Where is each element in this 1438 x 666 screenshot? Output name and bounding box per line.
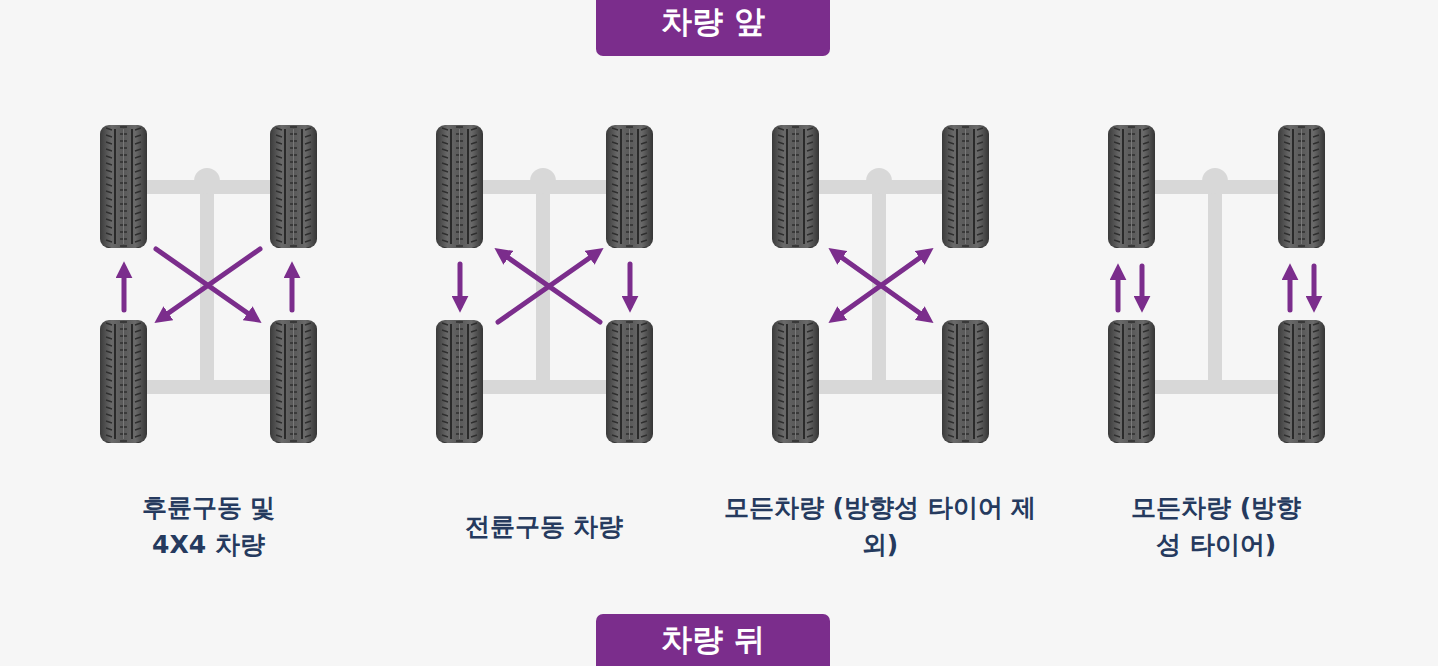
tab-text: 차량 뒤 — [661, 619, 765, 661]
caption-label: 모든차량 (방향성 타이어 제외) — [720, 489, 1040, 563]
caption-label: 모든차량 (방향성 타이어) — [1123, 489, 1309, 563]
heading-tab: 차량 뒤 — [596, 614, 830, 666]
tab-text: 차량 앞 — [661, 1, 765, 43]
heading-tab: 차량 앞 — [596, 0, 830, 56]
caption-label: 전륜구동 차량 — [384, 508, 704, 545]
caption-label: 후륜구동 및 4X4 차량 — [129, 489, 288, 563]
